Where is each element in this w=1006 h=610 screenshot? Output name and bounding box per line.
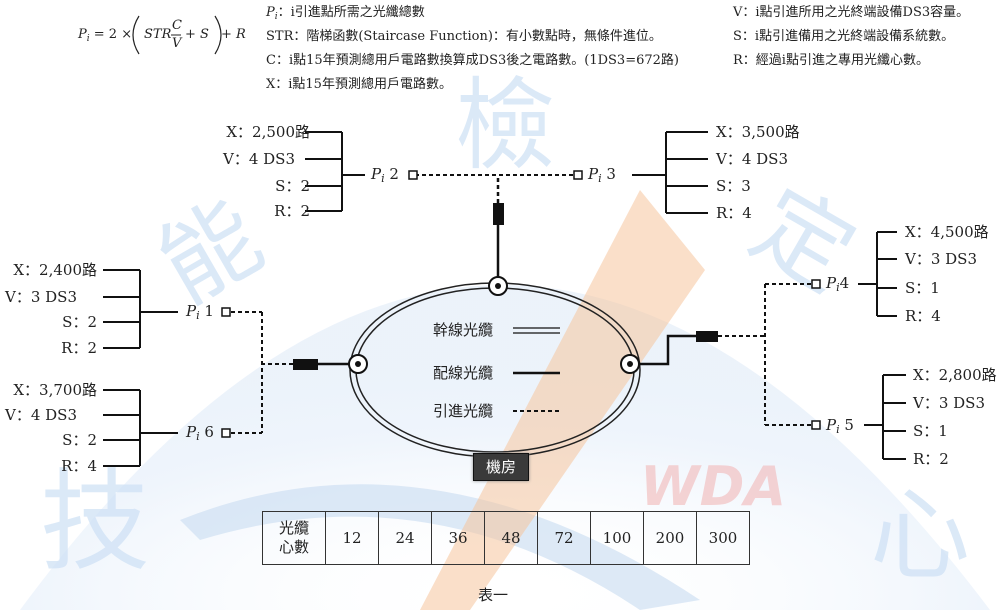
- p4-label: Pi4: [826, 274, 850, 294]
- watermark-orange-beam: [420, 190, 705, 610]
- table-cell: 36: [431, 511, 485, 565]
- fiber-core-table: 光纜心數 12 24 36 48 72 100 200 300: [262, 511, 750, 565]
- table-caption: 表一: [478, 586, 509, 604]
- p2-x: X：2,500路: [226, 123, 310, 141]
- definition-pi: Pi：i引進點所需之光纖總數: [266, 5, 425, 22]
- terminal-p3: [573, 170, 583, 180]
- legend-trunk-label: 幹線光纜: [433, 321, 494, 339]
- table-row: 光纜心數 12 24 36 48 72 100 200 300: [262, 511, 750, 565]
- formula-denominator: V: [172, 36, 182, 51]
- p6-s: S：2: [62, 431, 97, 449]
- bracket-p2: [305, 131, 365, 212]
- p6-x: X：3,700路: [13, 381, 97, 399]
- table-cell: 24: [378, 511, 432, 565]
- bracket-p5: [864, 374, 906, 460]
- p1-r: R：2: [61, 339, 97, 357]
- formula-paren-right: [214, 15, 222, 55]
- p1-v: V：3 DS3: [5, 288, 77, 306]
- p6-r: R：4: [61, 457, 97, 475]
- splice-right: [696, 331, 718, 342]
- splice-left: [293, 359, 318, 370]
- bracket-p1: [103, 269, 178, 349]
- p6-v: V：4 DS3: [5, 406, 77, 424]
- p3-v: V：4 DS3: [716, 150, 788, 168]
- definition-v: V：i點引進所用之光終端設備DS3容量。: [733, 5, 970, 20]
- p4-r: R：4: [905, 307, 941, 325]
- formula-tail: + S: [185, 27, 209, 42]
- formula-str: STR: [144, 27, 172, 42]
- table-cell: 200: [643, 511, 697, 565]
- p3-r: R：4: [716, 204, 752, 222]
- watermark-logo: WDA: [640, 455, 786, 518]
- bracket-p4: [858, 231, 897, 317]
- p5-s: S：1: [913, 422, 948, 440]
- formula-plus-r: + R: [221, 27, 246, 42]
- table-cell: 12: [325, 511, 379, 565]
- table-cell: 300: [696, 511, 750, 565]
- watermark-char-1: 技: [40, 458, 150, 586]
- bracket-p3: [632, 131, 708, 214]
- table-header-cell: 光纜心數: [262, 511, 326, 565]
- p6-label: Pi 6: [186, 423, 214, 443]
- p4-x: X：4,500路: [905, 223, 989, 241]
- p2-s: S：2: [275, 177, 310, 195]
- definition-s: S：i點引進備用之光終端設備系統數。: [733, 29, 955, 44]
- legend-leadin-label: 引進光纜: [433, 402, 494, 420]
- legend-distribution-label: 配線光纜: [433, 364, 494, 382]
- p5-x: X：2,800路: [913, 366, 997, 384]
- p3-label: Pi 3: [588, 165, 616, 185]
- p5-label: Pi 5: [826, 416, 854, 436]
- table-cell: 100: [590, 511, 644, 565]
- p4-v: V：3 DS3: [905, 250, 977, 268]
- p5-v: V：3 DS3: [913, 394, 985, 412]
- p2-r: R：2: [274, 202, 310, 220]
- p1-x: X：2,400路: [13, 261, 97, 279]
- terminal-p1: [221, 307, 231, 317]
- p5-r: R：2: [913, 450, 949, 468]
- watermark-char-6: 心: [870, 477, 970, 594]
- p2-label: Pi 2: [371, 165, 399, 185]
- table-cell: 48: [484, 511, 538, 565]
- definition-x: X：i點15年預測總用戶電路數。: [266, 77, 452, 92]
- trunk-ring-outer: [349, 282, 641, 458]
- formula-numerator: C: [172, 18, 182, 33]
- table-cell: 72: [537, 511, 591, 565]
- terminal-p6: [221, 428, 231, 438]
- formula-paren-left: [132, 15, 140, 55]
- definition-str: STR：階梯函數(Staircase Function)：有小數點時，無條件進位…: [266, 29, 662, 44]
- splice-top: [493, 203, 504, 225]
- p3-s: S：3: [716, 177, 751, 195]
- terminal-p2: [408, 170, 418, 180]
- p4-s: S：1: [905, 279, 940, 297]
- watermark-char-3: 檢: [455, 67, 555, 184]
- bracket-p6: [103, 389, 178, 467]
- definition-c: C：i點15年預測總用戶電路數換算成DS3後之電路數。(1DS3=672路): [266, 53, 679, 68]
- trunk-ring-inner: [355, 287, 635, 453]
- definition-r: R：經過i點引進之專用光纖心數。: [733, 53, 929, 68]
- p3-x: X：3,500路: [716, 123, 800, 141]
- machine-room-box: 機房: [473, 453, 529, 481]
- p1-label: Pi 1: [186, 302, 214, 322]
- p1-s: S：2: [62, 313, 97, 331]
- terminal-p4: [811, 279, 821, 289]
- p2-v: V：4 DS3: [223, 150, 295, 168]
- terminal-p5: [811, 420, 821, 430]
- formula-lhs: Pi = 2 ×: [78, 27, 133, 44]
